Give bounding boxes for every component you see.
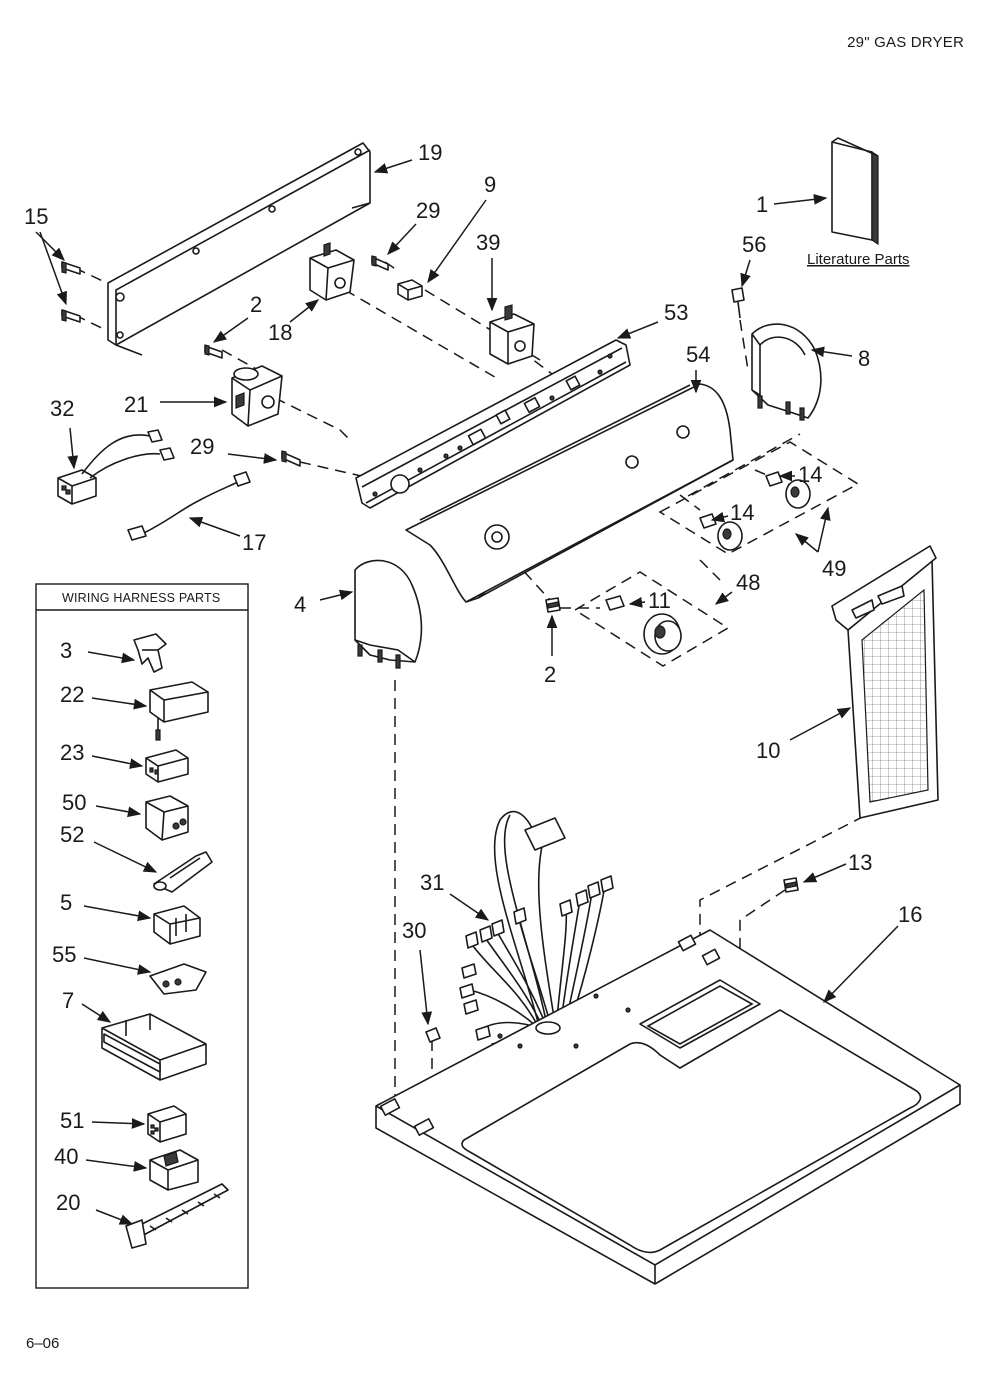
harness-32 [57,429,175,505]
callout-2-top: 2 [250,292,262,317]
wire-17 [127,471,251,541]
callout-11: 11 [648,588,671,613]
callout-54: 54 [686,342,710,367]
control-panel-rear [107,142,371,356]
callout-4: 4 [294,592,306,617]
wiring-callout-22: 22 [60,682,84,707]
screw-13 [783,877,799,893]
callout-labels: 19 9 29 39 15 2 18 1 56 53 54 8 32 21 29… [24,140,922,943]
wiring-callout-5: 5 [60,890,72,915]
end-cap-8 [751,323,822,421]
callout-9: 9 [484,172,496,197]
wiring-callout-50: 50 [62,790,86,815]
callout-10: 10 [756,738,780,763]
wiring-callout-55: 55 [52,942,76,967]
wiring-part-22 [149,681,209,741]
screw-2b [545,597,561,613]
control-bracket-53 [355,339,631,509]
leader-arrows [35,159,899,1026]
screw-15b [61,309,81,323]
timer-21 [231,365,283,427]
screw-56 [731,287,745,319]
callout-2-bottom: 2 [544,662,556,687]
callout-31: 31 [420,870,444,895]
screw-29a [371,255,389,271]
callout-21: 21 [124,392,148,417]
wiring-part-51 [147,1105,187,1143]
callout-29-top: 29 [416,198,440,223]
wiring-box-title: WIRING HARNESS PARTS [62,591,220,605]
top-cover-16 [375,929,961,1285]
wiring-callout-3: 3 [60,638,72,663]
screw-29b [281,450,301,467]
switch-39 [489,304,535,365]
callout-13: 13 [848,850,872,875]
callout-19: 19 [418,140,442,165]
page-title: 29" GAS DRYER [847,34,964,51]
wiring-harness-parts-box: WIRING HARNESS PARTS [35,583,249,1289]
callout-8: 8 [858,346,870,371]
literature-parts-label: Literature Parts [807,251,910,268]
callout-32: 32 [50,396,74,421]
screw-15a [61,261,81,275]
callout-53: 53 [664,300,688,325]
literature-booklet [831,137,879,246]
wiring-callout-52: 52 [60,822,84,847]
wiring-part-50 [145,795,189,841]
lint-screen-10 [831,545,939,819]
callout-14-bottom: 14 [730,500,754,525]
callout-16: 16 [898,902,922,927]
callout-56: 56 [742,232,766,257]
clip-30 [425,1027,441,1043]
callout-1: 1 [756,192,768,217]
console-54 [405,383,734,603]
wiring-part-3 [133,633,167,673]
wiring-part-7 [101,1013,207,1081]
switch-18 [309,242,355,301]
callout-48: 48 [736,570,760,595]
screw-2a [204,344,223,359]
wiring-callout-40: 40 [54,1144,78,1169]
callout-39: 39 [476,230,500,255]
wiring-part-5 [153,905,201,945]
wiring-part-23 [145,749,189,783]
callout-49: 49 [822,556,846,581]
callout-15: 15 [24,204,48,229]
resistor-9 [397,279,423,301]
wiring-callout-20: 20 [56,1190,80,1215]
callout-17: 17 [242,530,266,555]
wiring-callout-23: 23 [60,740,84,765]
callout-30: 30 [402,918,426,943]
knob-group-48 [573,571,730,667]
knob-group-49 [658,433,860,555]
wiring-part-55 [149,963,207,995]
callout-18: 18 [268,320,292,345]
callout-29-bottom: 29 [190,434,214,459]
wiring-callout-7: 7 [62,988,74,1013]
callout-14-top: 14 [798,462,822,487]
wiring-part-20 [125,1183,229,1249]
wiring-part-40 [149,1149,199,1191]
wiring-part-52 [153,851,213,893]
end-cap-4 [354,559,423,669]
page-code: 6–06 [26,1335,60,1352]
wiring-callout-51: 51 [60,1108,84,1133]
